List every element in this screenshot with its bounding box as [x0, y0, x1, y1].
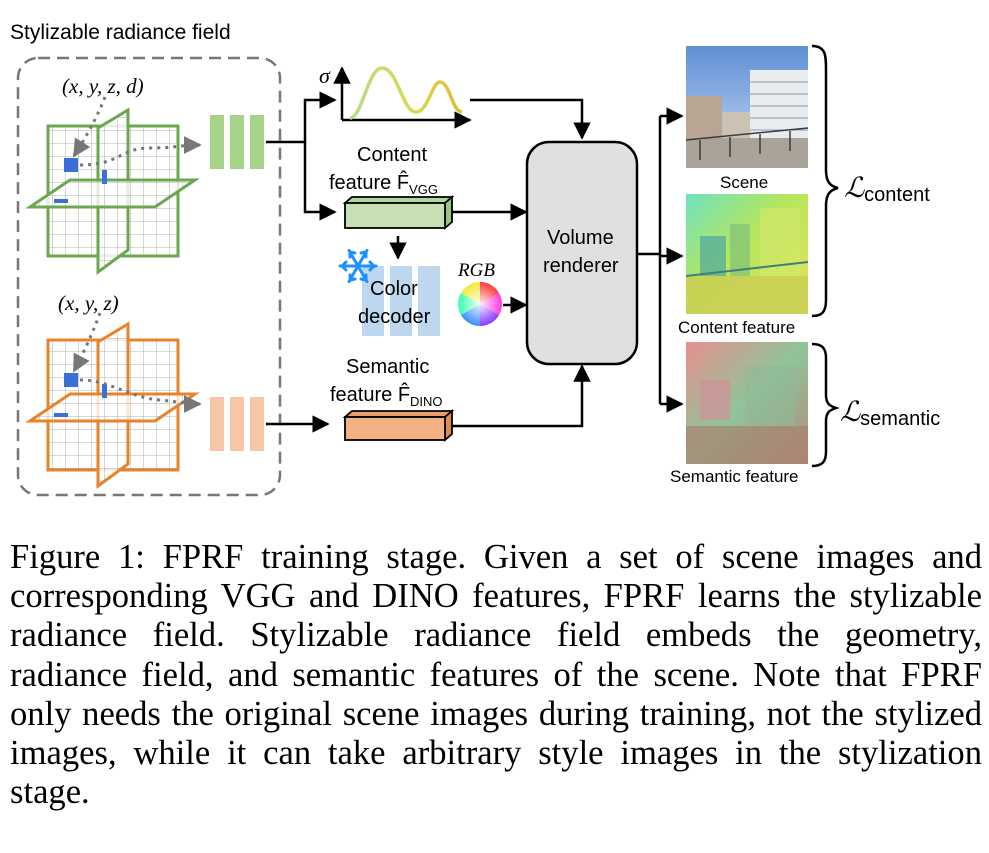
content-loss-symbol: ℒ: [844, 173, 865, 204]
volume-renderer-box: [525, 140, 639, 366]
semantic-loss-label: ℒsemantic: [840, 397, 940, 430]
semantic-feature-block: [342, 409, 455, 442]
semantic-feature-main: feature F̂: [330, 383, 410, 406]
geometry-feature-bars: [210, 115, 264, 169]
color-decoder-label-1: Color: [370, 278, 418, 300]
rgb-label: RGB: [457, 260, 495, 281]
semantic-loss-symbol: ℒ: [840, 397, 861, 428]
content-feature-image: [685, 194, 809, 314]
input-3d-label: (x, y, z): [58, 291, 119, 315]
semantic-feature-image: [686, 342, 808, 464]
fprf-diagram: Stylizable radiance field (x, y, z, d) (…: [10, 21, 940, 497]
input-5d-label: (x, y, z, d): [62, 74, 144, 98]
volume-renderer-label-2: renderer: [543, 255, 619, 277]
sigma-label: σ: [319, 63, 331, 88]
volume-renderer-label-1: Volume: [547, 227, 614, 249]
semantic-triplane-grid: [25, 321, 200, 489]
scene-image: [685, 46, 809, 168]
geometry-triplane-grid: [25, 107, 200, 275]
semantic-feature-label-1: Semantic: [346, 356, 429, 378]
sampling-paths: [72, 96, 202, 413]
semantic-brace: [811, 342, 840, 468]
color-decoder: [362, 266, 440, 336]
scene-label: Scene: [720, 173, 768, 192]
content-feature-sub: VGG: [409, 182, 438, 197]
content-feature-label-1: Content: [357, 144, 427, 166]
content-loss-sub: content: [864, 184, 930, 206]
content-feature-main: feature F̂: [329, 171, 409, 194]
color-decoder-label-2: decoder: [358, 306, 431, 328]
content-loss-label: ℒcontent: [844, 173, 930, 206]
content-feature-block: [342, 195, 455, 230]
semantic-loss-sub: semantic: [860, 408, 940, 430]
color-wheel-icon: [458, 282, 502, 326]
semantic-feature-label-2: feature F̂DINO: [330, 383, 443, 409]
content-feature-label-2: feature F̂VGG: [329, 171, 438, 197]
semantic-feature-sub: DINO: [410, 394, 443, 409]
content-brace: [811, 44, 839, 318]
snowflake-icon: [338, 248, 378, 284]
field-title: Stylizable radiance field: [10, 21, 231, 44]
density-plot: [333, 66, 472, 129]
figure-caption: Figure 1: FPRF training stage. Given a s…: [10, 538, 982, 812]
semantic-feature-bars: [210, 397, 264, 451]
semantic-feature-output-label: Semantic feature: [670, 467, 799, 486]
content-feature-output-label: Content feature: [678, 318, 795, 337]
